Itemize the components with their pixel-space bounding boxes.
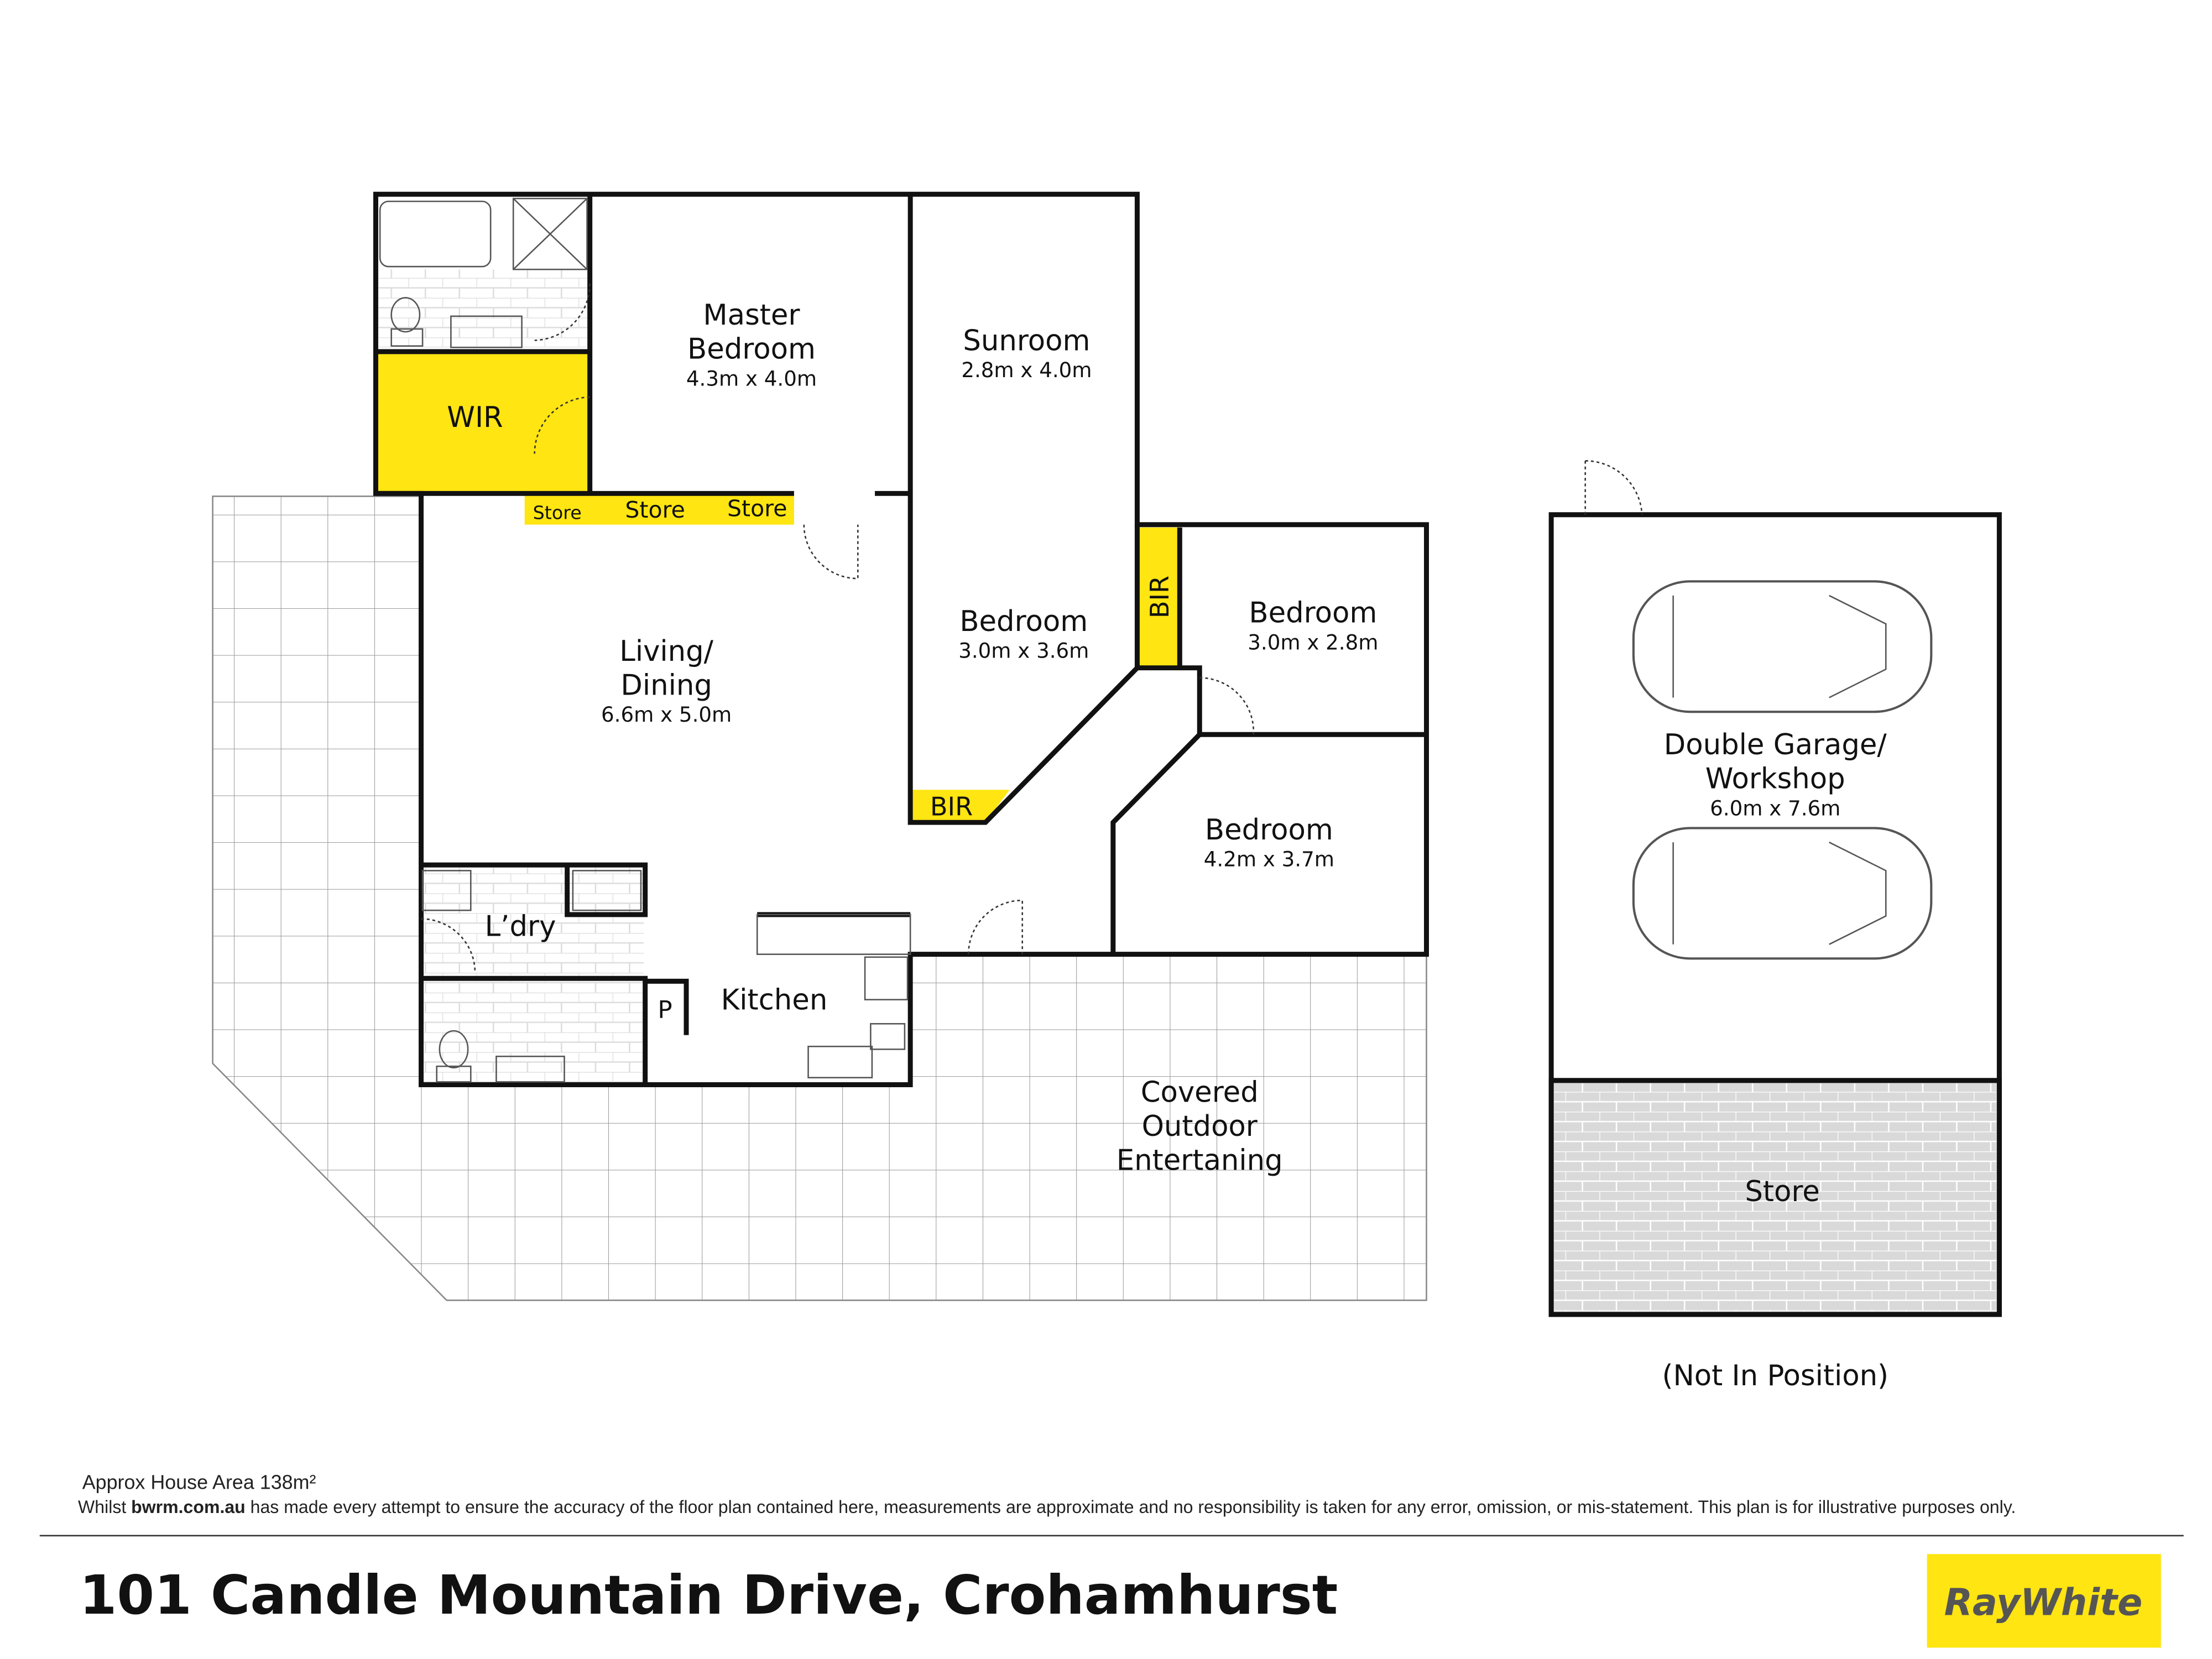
- room-bedroom2: Bedroom: [959, 605, 1088, 638]
- raywhite-logo: RayWhite: [1927, 1554, 2161, 1648]
- room-master-line1: Master: [703, 299, 800, 332]
- garage-store-floor: [1554, 1083, 1997, 1312]
- room-bir2: BIR: [1145, 576, 1175, 618]
- room-living-line2: Dining: [620, 669, 712, 702]
- room-garage-line2: Workshop: [1705, 763, 1845, 796]
- room-living-line1: Living/: [619, 635, 713, 668]
- house-area: Approx House Area 138m²: [82, 1471, 316, 1493]
- property-address: 101 Candle Mountain Drive, Crohamhurst: [80, 1564, 1338, 1626]
- room-master-line2: Bedroom: [687, 333, 816, 366]
- disclaimer-rest: has made every attempt to ensure the acc…: [246, 1497, 2016, 1517]
- room-sunroom: Sunroom: [963, 324, 1090, 357]
- room-garage-store: Store: [1745, 1175, 1820, 1208]
- room-labels: WIR Master Bedroom 4.3m x 4.0m Sunroom 2…: [447, 299, 1888, 1392]
- room-bedroom4: Bedroom: [1205, 813, 1333, 847]
- room-outdoor-line1: Covered: [1141, 1076, 1259, 1109]
- car-icons: [1632, 580, 1933, 960]
- ensuite-floor: [377, 269, 590, 348]
- room-wir: WIR: [447, 401, 503, 434]
- room-outdoor-line2: Outdoor: [1142, 1110, 1258, 1143]
- not-in-position-note: (Not In Position): [1662, 1359, 1888, 1392]
- room-living-dim: 6.6m x 5.0m: [601, 702, 732, 727]
- logo-text: RayWhite: [1944, 1581, 2143, 1624]
- room-garage-dim: 6.0m x 7.6m: [1710, 796, 1840, 820]
- room-master-dim: 4.3m x 4.0m: [686, 366, 817, 390]
- room-bedroom4-dim: 4.2m x 3.7m: [1204, 847, 1334, 872]
- laundry-floor: [422, 868, 644, 976]
- room-laundry: L’dry: [485, 910, 556, 943]
- fixtures: [379, 197, 911, 1083]
- room-store-right: Store: [727, 495, 787, 521]
- room-kitchen: Kitchen: [721, 984, 828, 1017]
- door-swings: [421, 283, 1643, 973]
- room-store-small: Store: [533, 502, 582, 523]
- room-bedroom2-dim: 3.0m x 3.6m: [958, 639, 1089, 663]
- room-sunroom-dim: 2.8m x 4.0m: [961, 358, 1092, 382]
- room-pantry: P: [658, 997, 672, 1024]
- disclaimer-prefix: Whilst: [78, 1497, 131, 1517]
- deck-tiles: [212, 495, 1427, 1301]
- room-bir1: BIR: [930, 791, 973, 821]
- disclaimer-site: bwrm.com.au: [131, 1497, 246, 1517]
- room-bedroom3-dim: 3.0m x 2.8m: [1248, 630, 1378, 654]
- room-garage-line1: Double Garage/: [1664, 728, 1887, 761]
- room-outdoor-line3: Entertaning: [1117, 1144, 1283, 1177]
- room-store-mid: Store: [625, 497, 685, 523]
- room-bedroom3: Bedroom: [1249, 597, 1377, 630]
- storage-highlights: [375, 351, 1180, 823]
- disclaimer: Whilst bwrm.com.au has made every attemp…: [78, 1497, 2016, 1517]
